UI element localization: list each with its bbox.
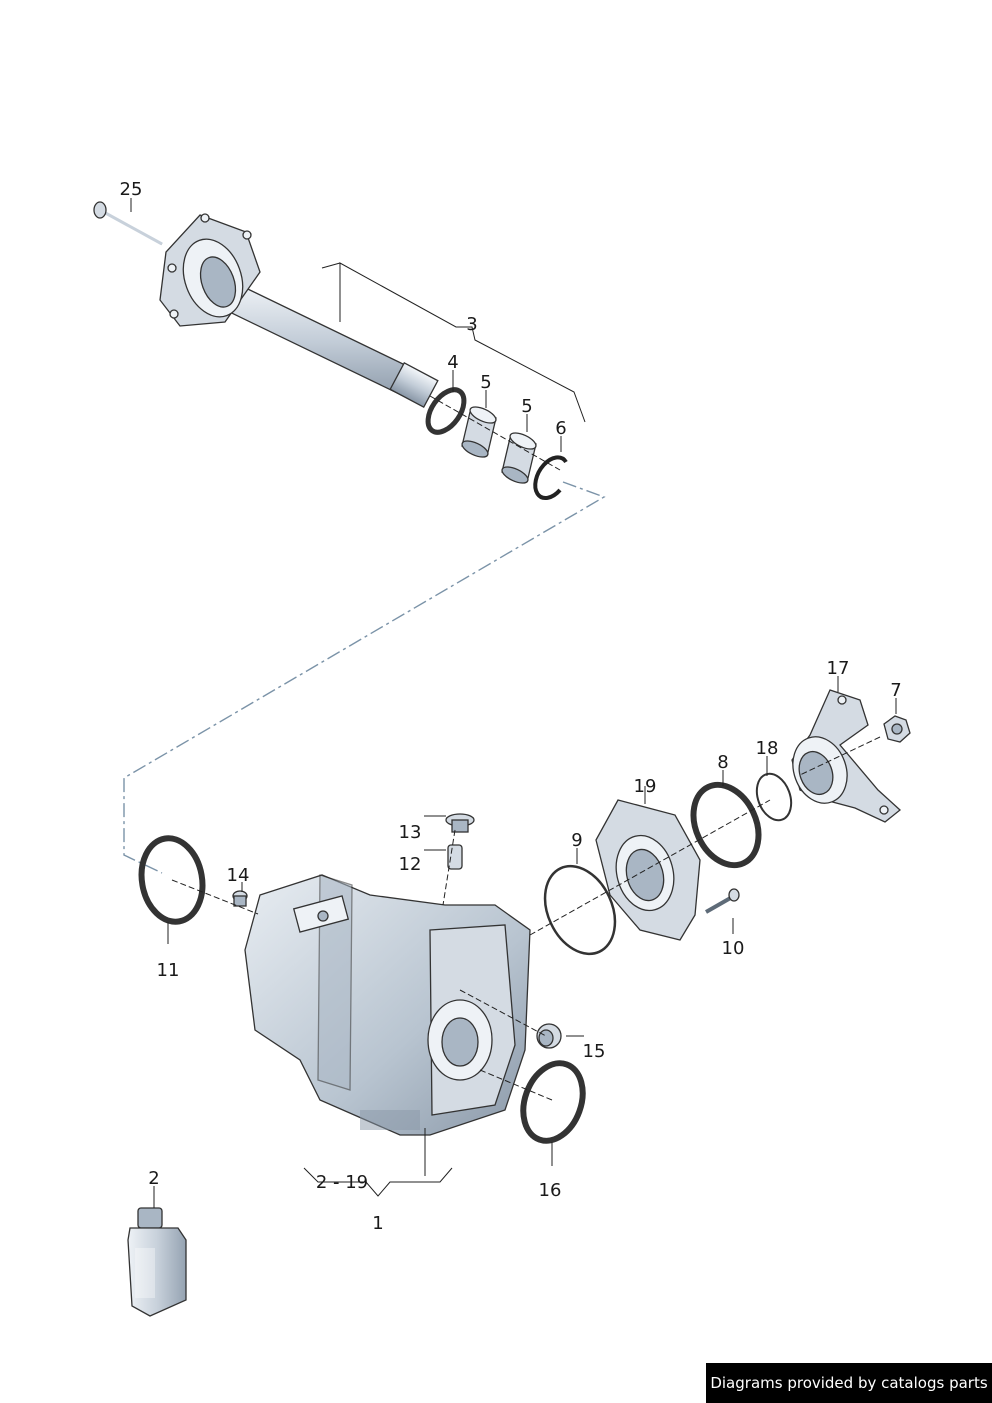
callout-2: 2	[148, 1168, 159, 1189]
callout-12: 12	[399, 854, 422, 875]
cap-15	[536, 1023, 562, 1049]
callout-10: 10	[722, 938, 745, 959]
callout-25: 25	[120, 179, 143, 200]
leader-lines	[130, 198, 897, 1208]
shaft-3	[159, 213, 439, 409]
bearing-5a	[461, 406, 497, 458]
seal-8	[690, 781, 762, 869]
nut-7	[883, 715, 911, 743]
seal-16	[520, 1060, 586, 1144]
cover-19	[595, 799, 701, 941]
callout-18: 18	[756, 738, 779, 759]
plug-13	[445, 813, 475, 833]
callout-11: 11	[157, 960, 180, 981]
callout-5a: 5	[480, 372, 491, 393]
callout-17: 17	[827, 658, 850, 679]
callout-16: 16	[539, 1180, 562, 1201]
callout-6: 6	[555, 418, 566, 439]
seal-11	[138, 835, 206, 925]
callout-5b: 5	[521, 396, 532, 417]
watermark-badge: Diagrams provided by catalogs parts	[706, 1363, 992, 1403]
bearing-5b	[501, 432, 537, 484]
flange-17	[791, 689, 902, 823]
callout-4: 4	[447, 352, 458, 373]
sleeve-12	[447, 844, 463, 870]
callout-9: 9	[571, 830, 582, 851]
callout-19: 19	[634, 776, 657, 797]
screw-10	[705, 888, 740, 914]
callout-15: 15	[583, 1041, 606, 1062]
housing-1	[244, 874, 531, 1136]
bolt-14	[232, 890, 248, 907]
oil-bottle-2	[127, 1207, 187, 1317]
callout-13: 13	[399, 822, 422, 843]
callout-3: 3	[466, 314, 477, 335]
assembly-guide-line	[123, 481, 606, 874]
callout-1: 1	[372, 1213, 383, 1234]
shim-18	[755, 772, 793, 822]
callout-2-19: 2 - 19	[316, 1172, 368, 1193]
ring-4	[425, 387, 467, 435]
callout-8: 8	[717, 752, 728, 773]
callout-7: 7	[890, 680, 901, 701]
snap-ring-6	[533, 455, 568, 500]
bolt-25	[93, 201, 163, 246]
callout-14: 14	[227, 865, 250, 886]
